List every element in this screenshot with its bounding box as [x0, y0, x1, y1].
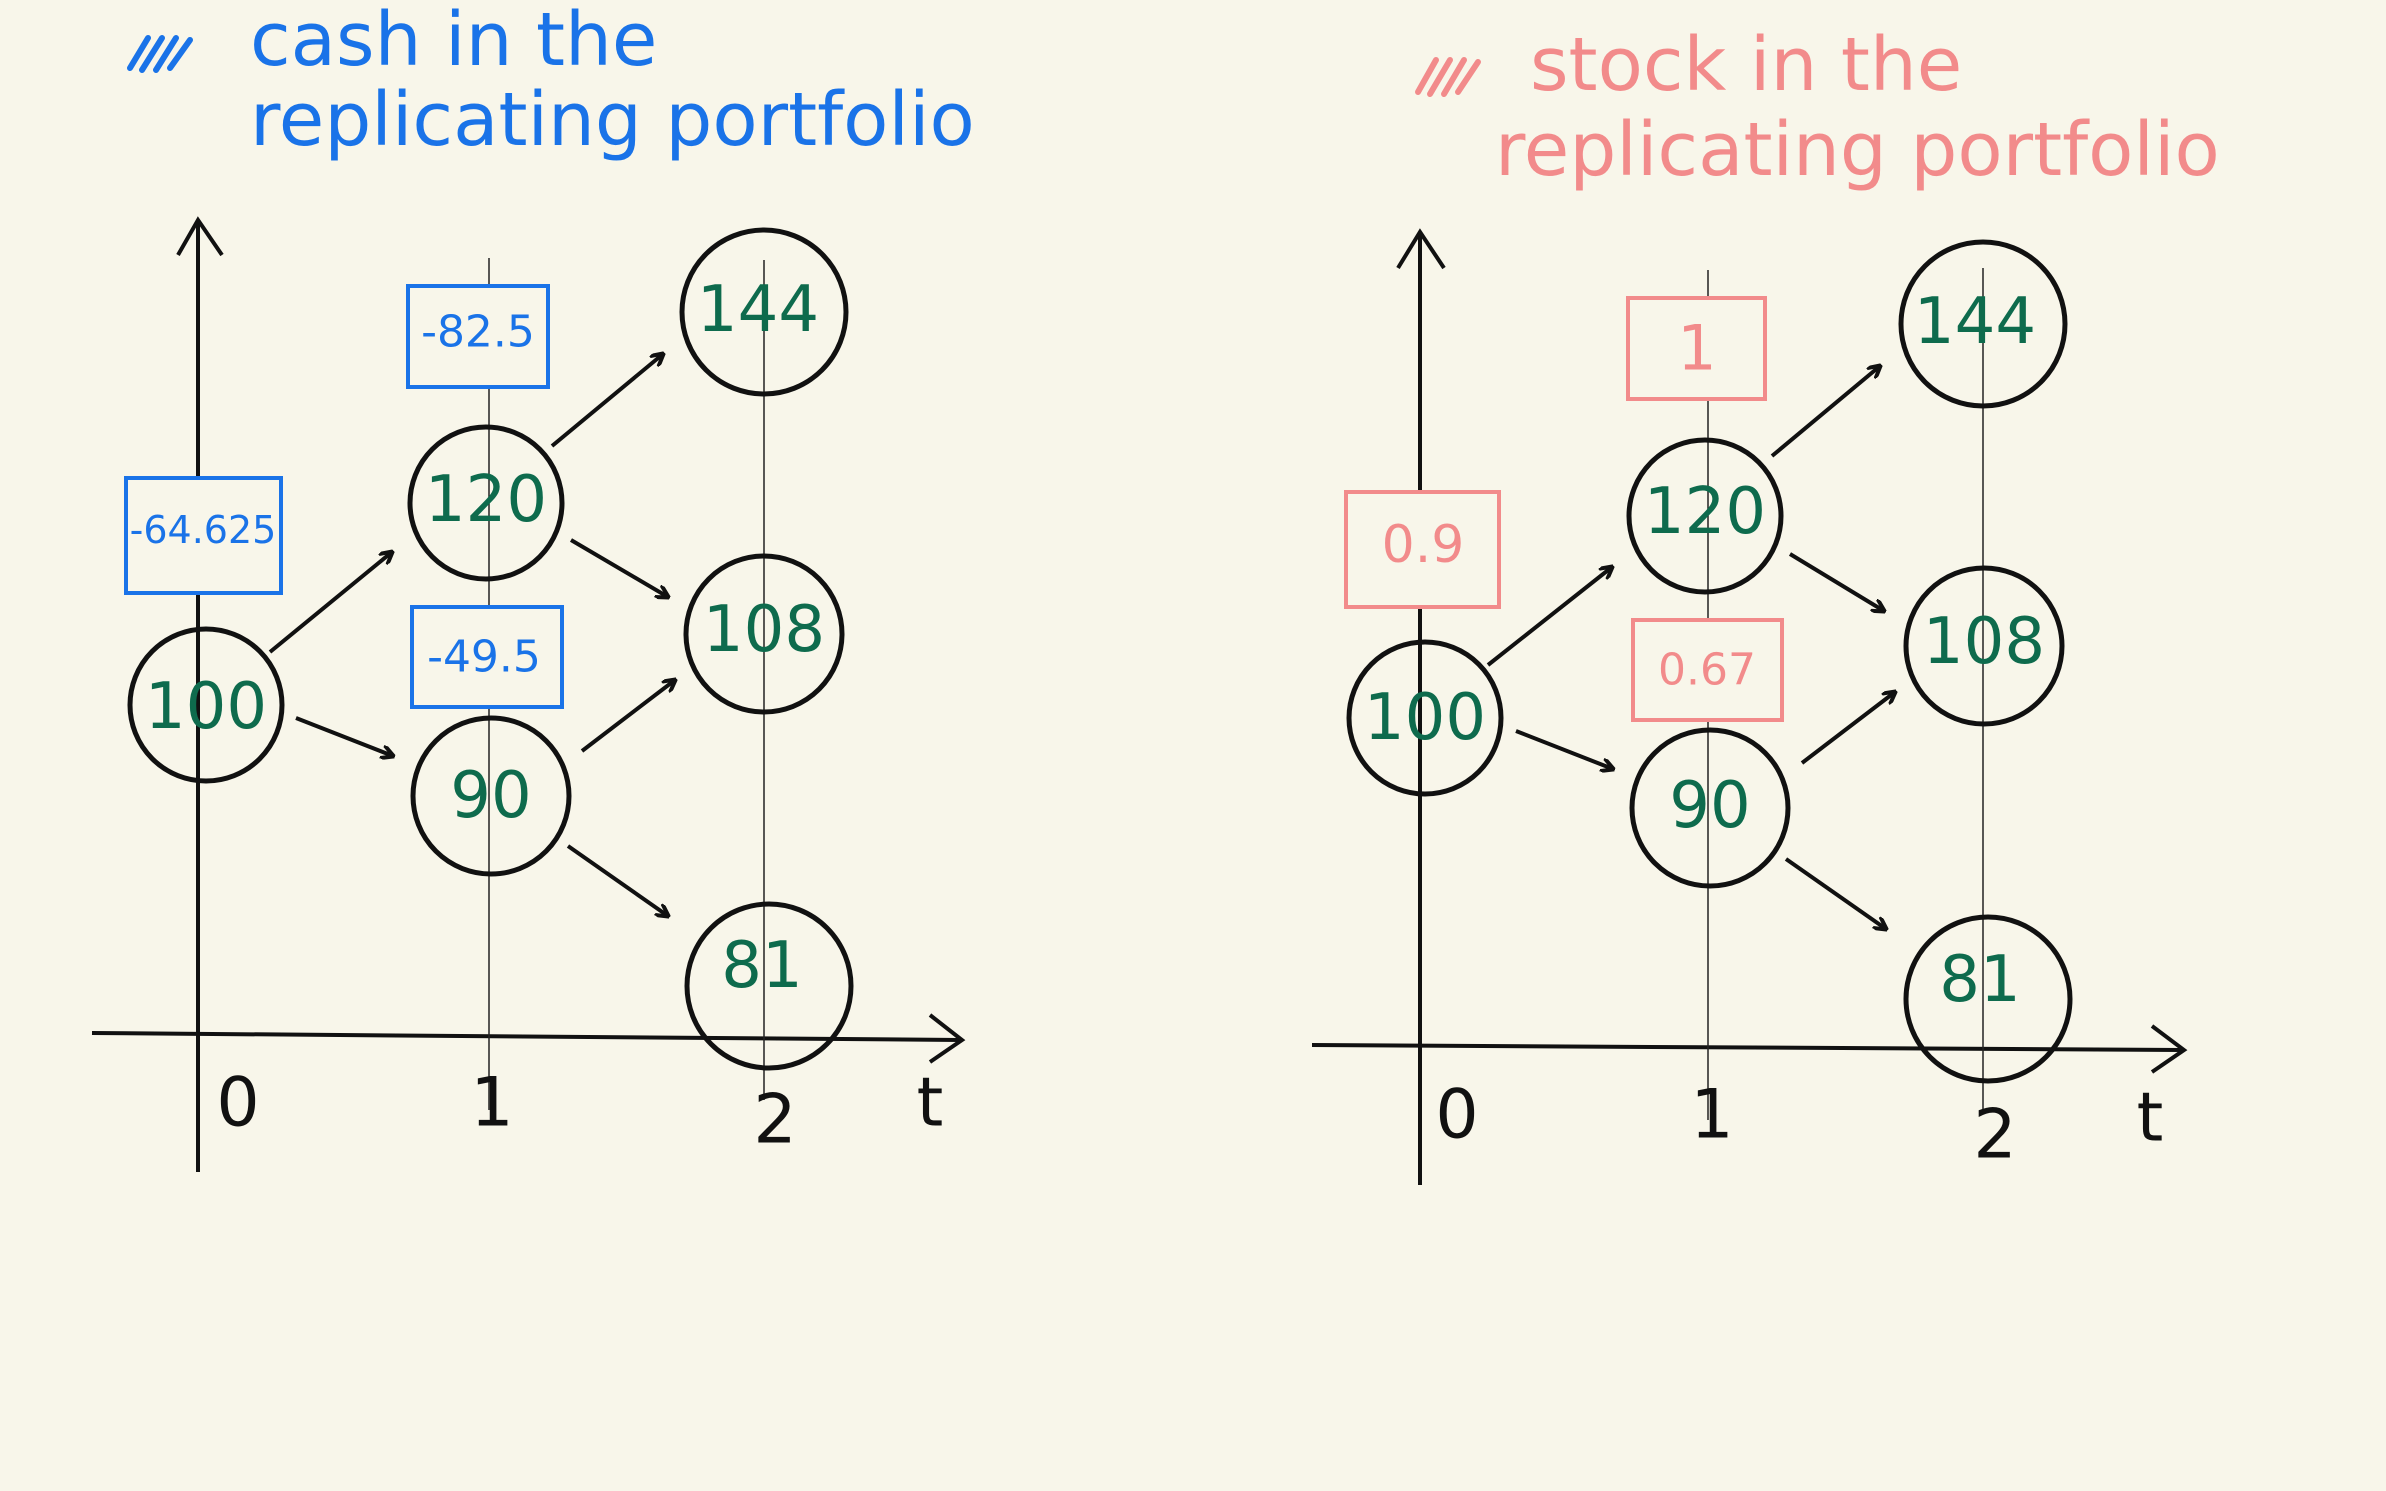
cash-arrow-90-81: [566, 844, 668, 916]
cash-node-144-label: 144: [697, 273, 819, 347]
stock-node-81-label: 81: [1939, 943, 2020, 1017]
cash-node-108: 108: [683, 553, 845, 715]
cash-box-t1-up-value: -82.5: [421, 307, 535, 358]
cash-title-mark-icon: [127, 35, 193, 73]
cash-arrow-90-108: [580, 680, 675, 753]
cash-box-t1-up: -82.5: [406, 284, 550, 389]
stock-tick-0: 0: [1435, 1076, 1478, 1155]
cash-tick-0: 0: [216, 1064, 259, 1143]
cash-arrows: [268, 354, 675, 916]
stock-node-120: 120: [1626, 437, 1784, 595]
stock-arrow-120-144: [1770, 366, 1880, 458]
stock-node-90-label: 90: [1669, 769, 1750, 843]
cash-title-line2: replicating portfolio: [250, 77, 975, 163]
stock-arrows: [1486, 366, 1895, 929]
stock-axes: [1311, 228, 2188, 1185]
stock-title-line2: replicating portfolio: [1495, 107, 2220, 193]
stock-node-90: 90: [1629, 727, 1791, 889]
stock-title-mark-icon: [1415, 57, 1481, 97]
cash-node-100-label: 100: [145, 670, 267, 744]
cash-arrow-100-90: [295, 716, 393, 756]
stock-node-108-label: 108: [1923, 605, 2045, 679]
stock-node-108: 108: [1903, 565, 2065, 727]
stock-node-120-label: 120: [1644, 475, 1766, 549]
stock-box-t1-up-value: 1: [1677, 312, 1716, 385]
stock-panel: stock in the replicating portfolio 0 1 2…: [1311, 22, 2220, 1185]
stock-node-100-label: 100: [1364, 681, 1486, 755]
stock-arrow-100-90: [1515, 729, 1613, 769]
stock-arrow-100-120: [1486, 567, 1612, 667]
stock-node-144: 144: [1898, 239, 2068, 409]
stock-box-t1-down: 0.67: [1631, 618, 1784, 722]
stock-box-t1-up: 1: [1626, 296, 1767, 401]
cash-node-81: 81: [684, 901, 854, 1071]
stock-title-line1: stock in the: [1530, 22, 1962, 108]
cash-tick-1: 1: [470, 1064, 513, 1143]
stock-node-100: 100: [1346, 639, 1504, 797]
cash-box-t1-down-value: -49.5: [427, 632, 541, 683]
cash-node-108-label: 108: [703, 593, 825, 667]
cash-box-t0-value: -64.625: [130, 508, 277, 552]
stock-box-t1-down-value: 0.67: [1658, 645, 1756, 696]
stock-arrow-120-108: [1788, 552, 1884, 611]
cash-tick-2: 2: [753, 1081, 796, 1160]
cash-node-120-label: 120: [425, 463, 547, 537]
cash-axes: [91, 216, 966, 1172]
cash-node-90: 90: [410, 715, 572, 877]
stock-node-144-label: 144: [1914, 285, 2036, 359]
cash-arrow-100-120: [268, 552, 392, 654]
cash-box-t1-down: -49.5: [410, 605, 564, 709]
cash-node-120: 120: [407, 424, 565, 582]
cash-node-81-label: 81: [721, 929, 802, 1003]
cash-node-100: 100: [127, 626, 285, 784]
stock-box-t0-value: 0.9: [1382, 515, 1465, 575]
stock-axis-label-t: t: [2137, 1079, 2164, 1158]
stock-arrow-90-81: [1784, 857, 1886, 929]
cash-axis-label-t: t: [917, 1064, 944, 1143]
stock-node-81: 81: [1903, 914, 2073, 1084]
stock-tick-2: 2: [1973, 1096, 2016, 1175]
stock-tick-1: 1: [1690, 1076, 1733, 1155]
cash-arrow-120-108: [569, 538, 668, 597]
cash-node-144: 144: [679, 227, 849, 397]
cash-arrow-120-144: [550, 354, 663, 448]
stock-box-t0: 0.9: [1344, 490, 1501, 609]
cash-title-line1: cash in the: [250, 0, 657, 83]
stock-arrow-90-108: [1800, 692, 1895, 765]
cash-box-t0: -64.625: [124, 476, 283, 595]
cash-node-90-label: 90: [450, 759, 531, 833]
cash-panel: cash in the replicating portfolio 0 1 2 …: [91, 0, 975, 1172]
